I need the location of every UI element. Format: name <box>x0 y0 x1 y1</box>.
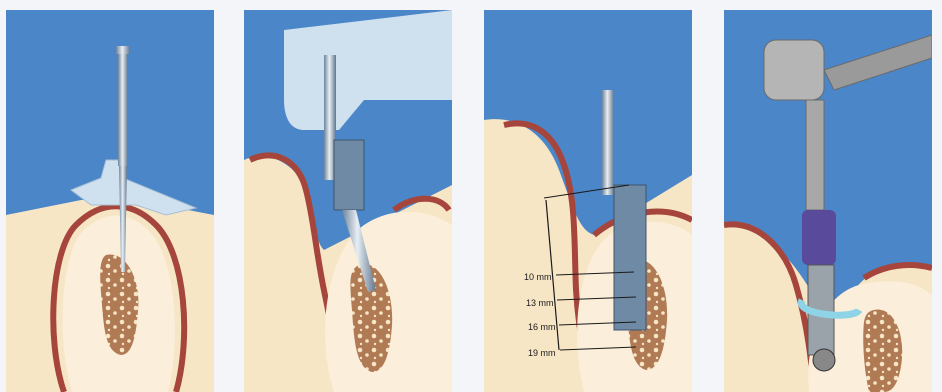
panel-step-4 <box>724 10 932 392</box>
implant-apex <box>813 349 835 371</box>
panel-3-illustration: 10 mm 13 mm 16 mm 19 mm <box>484 10 692 392</box>
panel-2-illustration <box>244 10 452 392</box>
panel-1-illustration <box>6 10 214 392</box>
ratchet-head <box>764 40 824 100</box>
driver-shaft <box>806 100 824 210</box>
drill-sleeve <box>334 140 364 210</box>
drill-shank <box>118 46 128 166</box>
depth-gauge <box>614 185 646 330</box>
drill-head <box>116 46 130 54</box>
depth-label-10: 10 mm <box>524 272 552 282</box>
depth-label-16: 16 mm <box>528 322 556 332</box>
panel-step-2 <box>244 10 452 392</box>
panel-4-illustration <box>724 10 932 392</box>
gauge-shank <box>602 90 614 195</box>
depth-label-19: 19 mm <box>528 348 556 358</box>
depth-label-13: 13 mm <box>526 298 554 308</box>
implant-mount <box>802 210 836 265</box>
panel-step-3: 10 mm 13 mm 16 mm 19 mm <box>484 10 692 392</box>
panel-step-1 <box>6 10 214 392</box>
